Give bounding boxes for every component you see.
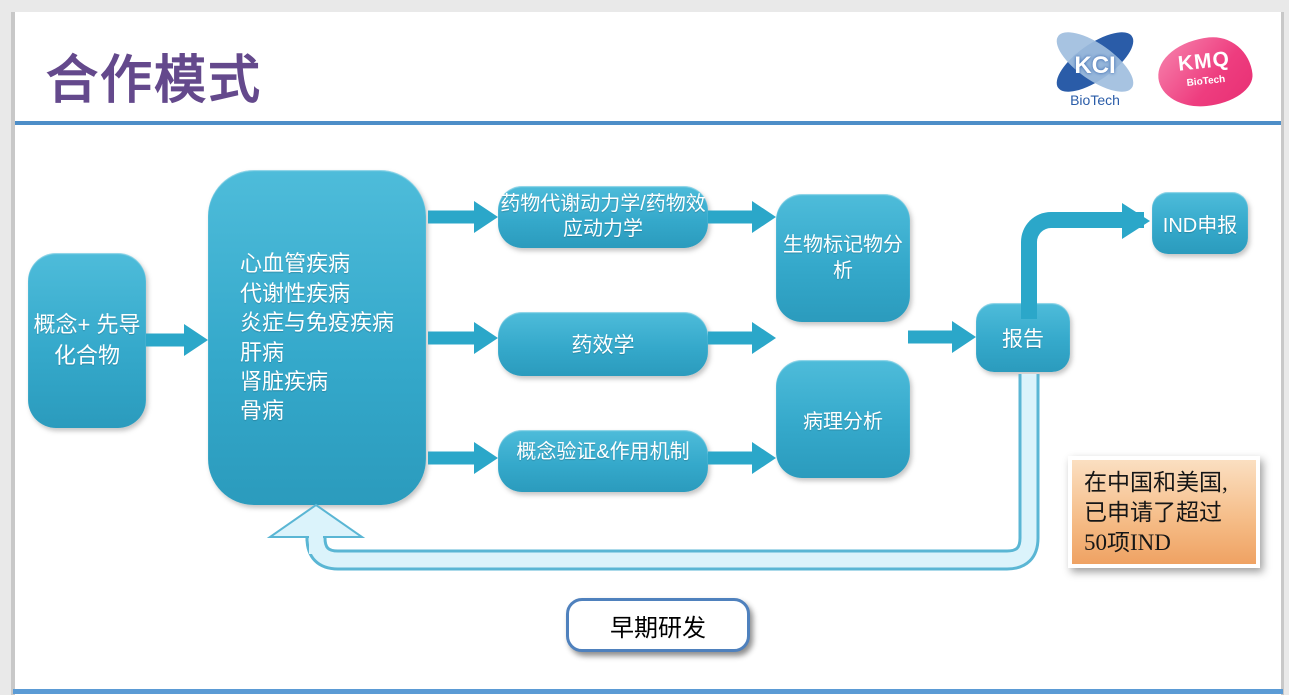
disease-item: 骨病 [239, 398, 284, 424]
flow-box-pathology-label: 病理分析 [803, 410, 883, 433]
arrow-diseases-to-poc-icon [428, 442, 498, 474]
kci-logo: KCI BioTech [1043, 21, 1147, 116]
disease-item: 肾脏疾病 [239, 368, 328, 394]
page-title: 合作模式 [46, 52, 263, 110]
flow-box-efficacy: 药效学 [498, 312, 708, 376]
flow-box-pkpd: 药物代谢动力学/药物效应动力学 [498, 186, 708, 248]
disease-item: 肝病 [239, 339, 284, 365]
flow-box-biomarker: 生物标记物分析 [776, 194, 910, 322]
flow-box-concept-label: 概念+ 先导化合物 [33, 311, 141, 368]
flow-box-pkpd-label: 药物代谢动力学/药物效应动力学 [500, 193, 706, 240]
flow-box-diseases: 心血管疾病 代谢性疾病 炎症与免疫疾病 肝病 肾脏疾病 骨病 [208, 170, 426, 505]
kci-logo-text: KCI [1074, 52, 1116, 79]
arrow-analysis-to-report-icon [908, 321, 976, 353]
early-rd-label-pill: 早期研发 [566, 598, 750, 652]
slide-right-edge [1281, 12, 1284, 695]
early-rd-label: 早期研发 [610, 614, 706, 642]
flow-box-ind: IND申报 [1152, 192, 1248, 254]
connector-report-to-ind-icon [1021, 212, 1144, 319]
disease-item: 心血管疾病 [239, 251, 350, 277]
connector-report-to-ind-arrowhead-icon [1122, 203, 1150, 239]
ind-count-callout: 在中国和美国, 已申请了超过 50项IND [1068, 456, 1260, 568]
header-divider [15, 121, 1281, 125]
disease-item: 代谢性疾病 [239, 280, 350, 306]
flow-box-report-label: 报告 [1002, 327, 1044, 351]
disease-list: 心血管疾病 代谢性疾病 炎症与免疫疾病 肝病 肾脏疾病 骨病 [240, 249, 394, 426]
flow-box-pathology: 病理分析 [776, 360, 910, 478]
flow-box-biomarker-label: 生物标记物分析 [783, 234, 903, 282]
arrow-diseases-to-efficacy-icon [428, 322, 498, 354]
feedback-loop-arrow-icon [266, 374, 1040, 571]
slide-left-edge [11, 12, 15, 695]
flow-box-ind-label: IND申报 [1162, 214, 1238, 237]
footer-bar [13, 689, 1283, 694]
flow-box-poc: 概念验证&作用机制 [498, 430, 708, 492]
flow-box-poc-label: 概念验证&作用机制 [516, 441, 690, 463]
arrow-poc-to-pathology-icon [708, 442, 776, 474]
arrow-concept-to-diseases-icon [146, 324, 208, 356]
disease-item: 炎症与免疫疾病 [239, 310, 394, 336]
arrow-diseases-to-pkpd-icon [428, 201, 498, 233]
kci-logo-subtext: BioTech [1070, 92, 1120, 108]
flow-box-efficacy-label: 药效学 [571, 334, 635, 357]
arrow-efficacy-to-pathology-icon [708, 322, 776, 354]
flow-box-concept: 概念+ 先导化合物 [28, 253, 146, 428]
arrow-pkpd-to-biomarker-icon [708, 201, 776, 233]
